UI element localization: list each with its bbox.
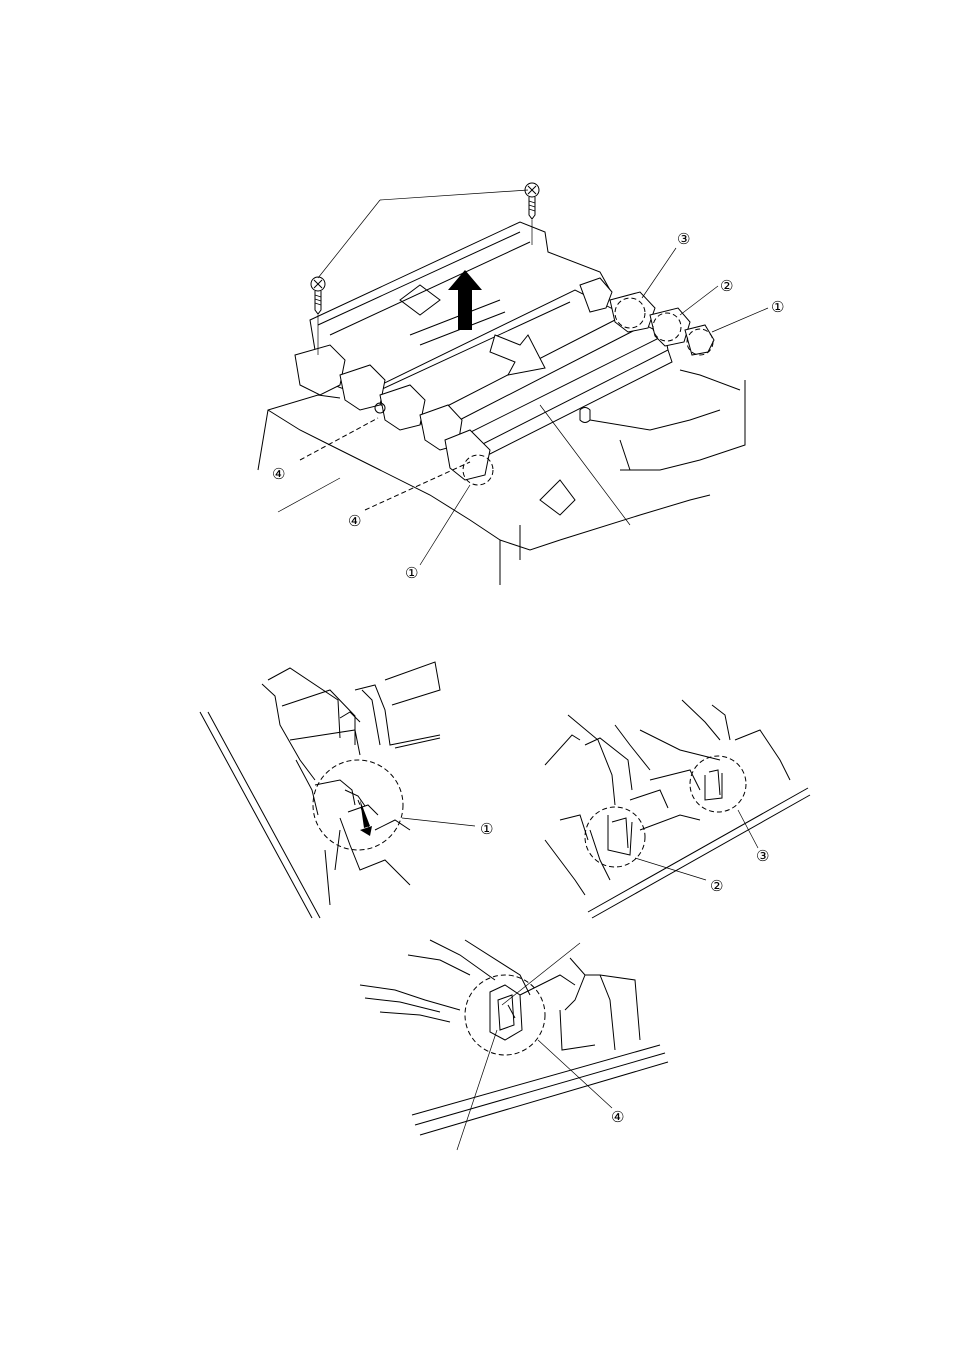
screw-icon bbox=[525, 183, 539, 219]
callout-1-label: ① bbox=[771, 298, 784, 316]
callout-4-label: ④ bbox=[272, 465, 285, 483]
callout-2-label: ② bbox=[710, 877, 723, 895]
detail-view-latches-2-3 bbox=[545, 700, 810, 918]
callout-3-label: ③ bbox=[677, 230, 690, 248]
arrow-down-icon bbox=[345, 790, 372, 836]
screw-icon bbox=[311, 277, 325, 314]
main-assembly-view bbox=[258, 183, 768, 585]
callout-1-label: ① bbox=[405, 564, 418, 582]
callout-1-label: ① bbox=[480, 820, 493, 838]
callout-2-label: ② bbox=[720, 277, 733, 295]
callout-4-label: ④ bbox=[348, 512, 361, 530]
detail-view-latch-1 bbox=[200, 662, 475, 918]
callout-4-label: ④ bbox=[611, 1108, 624, 1126]
callout-3-label: ③ bbox=[756, 847, 769, 865]
